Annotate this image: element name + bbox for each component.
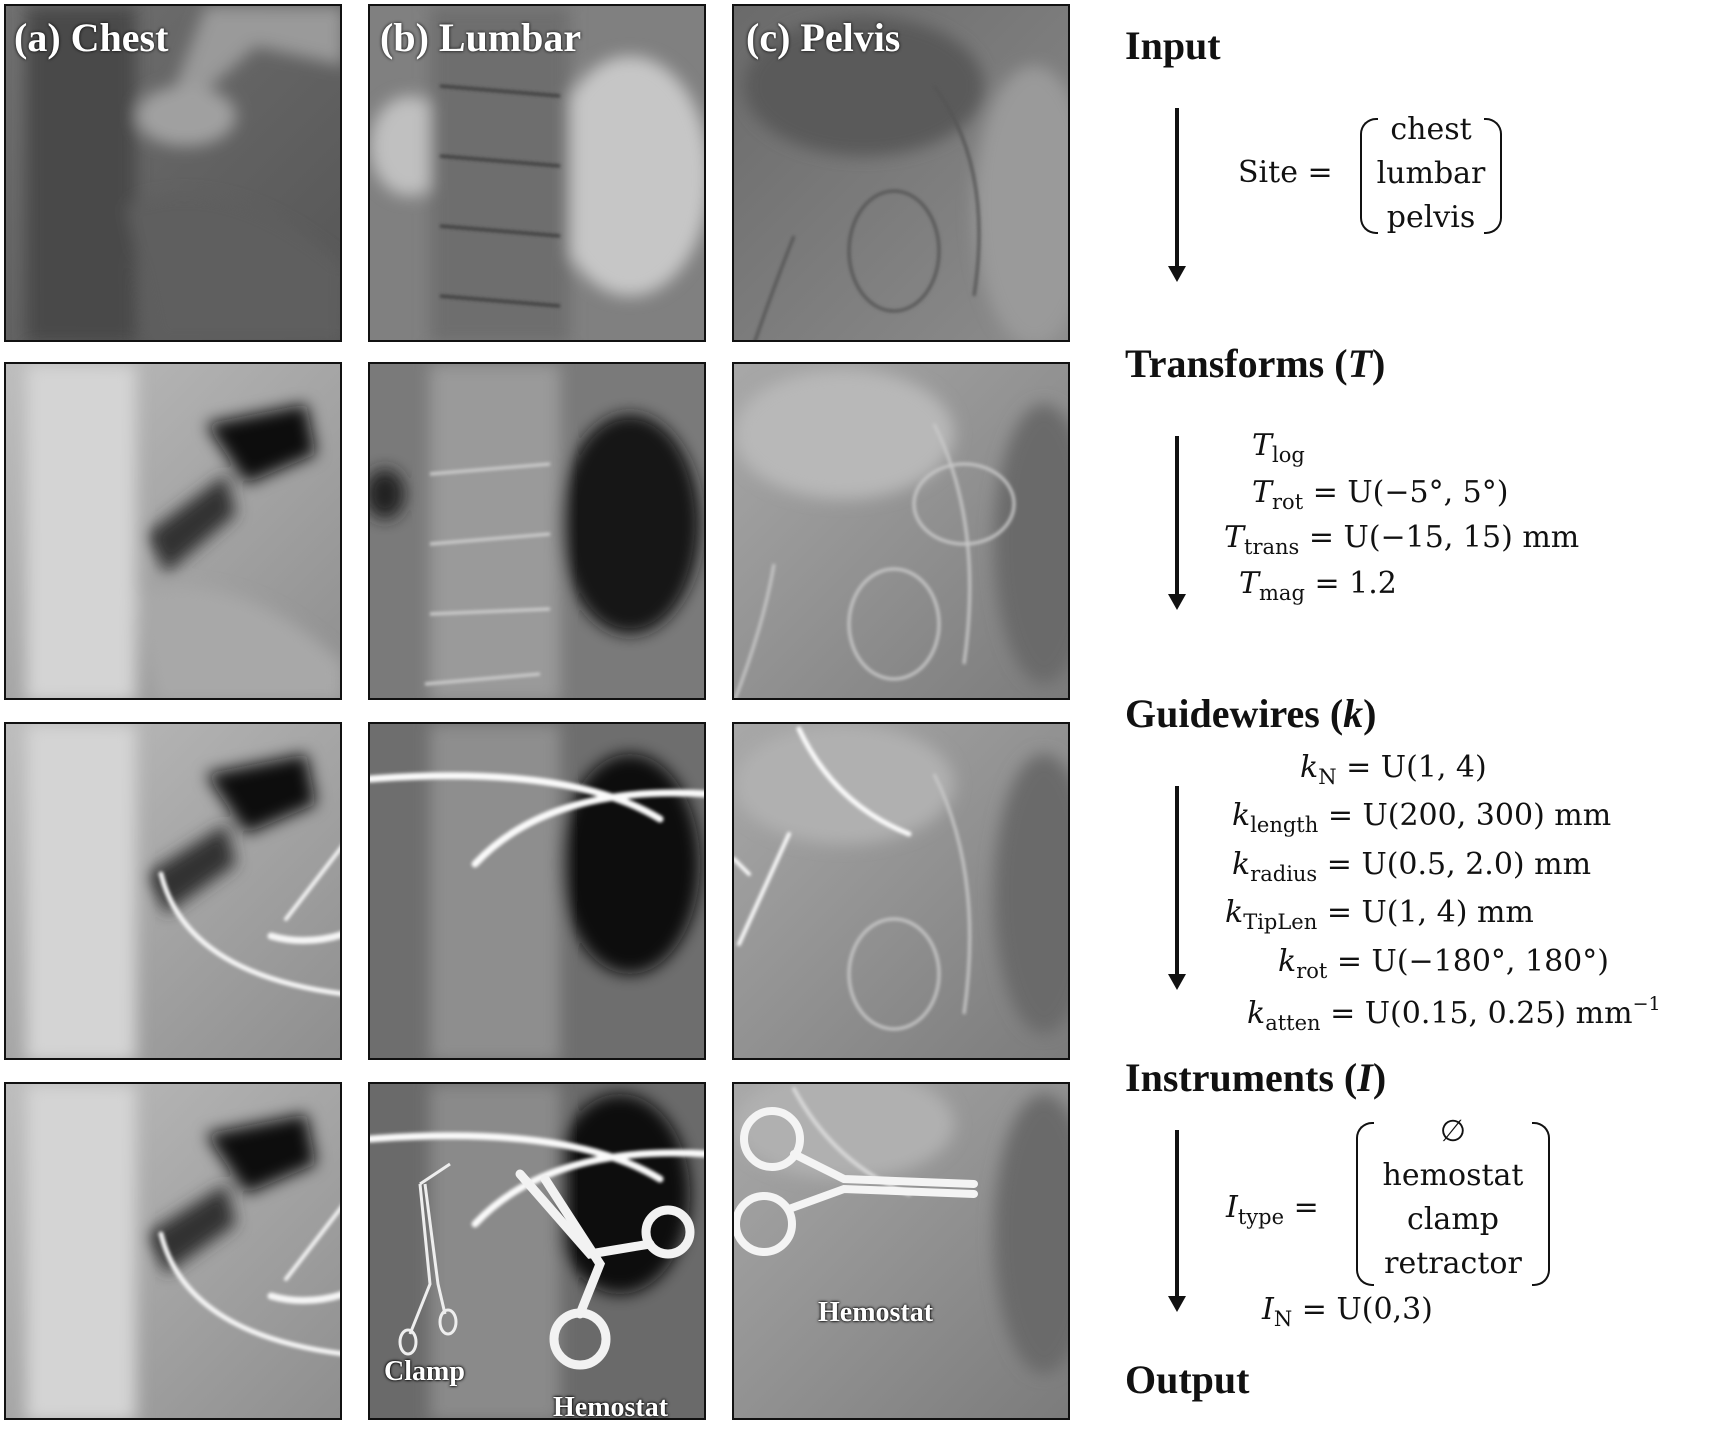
guidewire-n: kN = U(1, 4) (1300, 750, 1487, 789)
guidewire-length: klength = U(200, 300) mm (1232, 798, 1612, 837)
instrument-label-hemostat-pelvis: Hemostat (818, 1297, 934, 1328)
guidewire-tiplen: kTipLen = U(1, 4) mm (1225, 895, 1534, 934)
heading-output: Output (1125, 1357, 1250, 1402)
pelvis-instrument-xray (732, 1082, 1070, 1420)
instrument-option-retractor: retractor (1384, 1246, 1522, 1281)
site-option-pelvis: pelvis (1386, 200, 1476, 235)
arrow-guidewires-to-instruments (1168, 786, 1186, 990)
instrument-option-clamp: clamp (1407, 1202, 1499, 1237)
instrument-n: IN = U(0,3) (1262, 1292, 1433, 1331)
site-brace-right (1484, 118, 1502, 234)
chest-transformed-xray (4, 362, 342, 700)
lumbar-guidewire-xray (368, 722, 706, 1060)
pelvis-guidewire-xray (732, 722, 1070, 1060)
chest-guidewire-xray (4, 722, 342, 1060)
instrument-label-hemostat-lumbar: Hemostat (553, 1392, 669, 1423)
pelvis-transformed-xray (732, 362, 1070, 700)
arrow-instruments-to-output (1168, 1130, 1186, 1312)
column-label-pelvis: (c) Pelvis (746, 15, 901, 60)
lumbar-instrument-xray (368, 1082, 706, 1420)
transform-trans: Ttrans = U(−15, 15) mm (1224, 520, 1580, 559)
lumbar-transformed-xray (368, 362, 706, 700)
site-equation-lhs: Site = (1238, 155, 1333, 190)
instrument-type-options: ∅ hemostat clamp retractor (1368, 1110, 1538, 1286)
arrow-transforms-to-guidewires (1168, 436, 1186, 610)
site-option-lumbar: lumbar (1376, 156, 1486, 191)
column-label-chest: (a) Chest (14, 15, 169, 60)
heading-transforms: Transforms (T) (1125, 341, 1386, 386)
lumbar-input-xray (368, 4, 706, 342)
instrument-option-none: ∅ (1439, 1114, 1467, 1149)
guidewire-rot: krot = U(−180°, 180°) (1278, 944, 1609, 983)
chest-instrument-xray (4, 1082, 342, 1420)
column-label-lumbar: (b) Lumbar (380, 15, 582, 60)
site-option-chest: chest (1390, 112, 1472, 147)
instrument-label-clamp: Clamp (384, 1356, 465, 1387)
site-options: chest lumbar pelvis (1372, 108, 1490, 240)
heading-guidewires: Guidewires (k) (1125, 691, 1377, 736)
transform-rot: Trot = U(−5°, 5°) (1252, 475, 1509, 514)
instrument-option-hemostat: hemostat (1382, 1158, 1524, 1193)
transform-log: Tlog (1252, 428, 1305, 467)
guidewire-radius: kradius = U(0.5, 2.0) mm (1232, 847, 1592, 886)
arrow-input-to-transforms (1168, 108, 1186, 282)
heading-input: Input (1125, 23, 1221, 68)
instrument-type-brace-right (1532, 1122, 1550, 1286)
guidewire-atten: katten = U(0.15, 0.25) mm−1 (1247, 993, 1661, 1035)
heading-instruments: Instruments (I) (1125, 1055, 1387, 1100)
transform-mag: Tmag = 1.2 (1239, 566, 1397, 605)
instrument-type-lhs: Itype = (1226, 1190, 1319, 1229)
pelvis-input-xray (732, 4, 1070, 342)
chest-input-xray (4, 4, 342, 342)
